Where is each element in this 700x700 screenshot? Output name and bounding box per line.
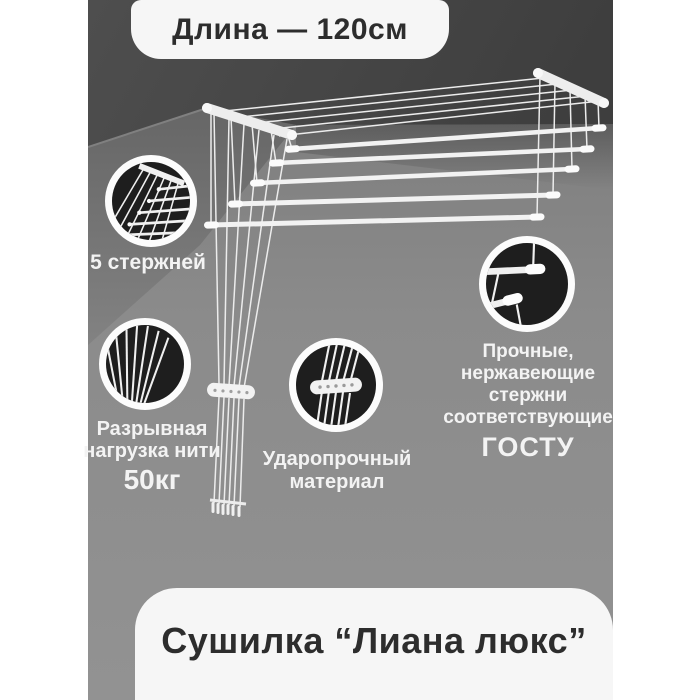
drying-rack-illustration xyxy=(88,0,613,517)
length-badge-label: Длина — 120см xyxy=(172,12,408,46)
product-title: Сушилка “Лиана люкс” xyxy=(161,620,587,661)
thread-zoom-circle xyxy=(99,318,191,410)
rods-zoom-circle xyxy=(105,155,197,247)
cord-comb-zoom-icon xyxy=(310,345,362,425)
bracket-caps xyxy=(202,68,609,140)
rod-ends-zoom-icon xyxy=(486,243,546,325)
cord-comb xyxy=(207,382,255,400)
gost-zoom-circle xyxy=(479,236,575,332)
title-badge: Сушилка “Лиана люкс” xyxy=(135,588,613,700)
ceiling-corner-edge xyxy=(88,107,208,148)
ceiling-brackets xyxy=(202,68,609,140)
thread-load-value: 50кг xyxy=(123,464,181,495)
bracket-rods-zoom-icon xyxy=(112,163,190,240)
lifting-cords xyxy=(210,75,601,508)
product-photo xyxy=(88,0,613,700)
gost-rods-label: Прочные, нержавеющие стержни соответству… xyxy=(423,341,633,463)
thread-load-label: Разрывная нагрузка нити 50кг xyxy=(32,418,272,496)
material-label: Ударопрочный материал xyxy=(262,448,412,493)
cords-fan-zoom-icon xyxy=(106,325,170,403)
length-badge: Длина — 120см xyxy=(131,0,449,59)
rod-end-caps xyxy=(204,124,607,229)
material-zoom-circle xyxy=(289,338,383,432)
gost-value: ГОСТУ xyxy=(481,432,575,462)
rods-count-label: 5 стержней xyxy=(90,251,206,274)
cord-ends xyxy=(209,498,247,517)
drying-rods xyxy=(210,125,600,228)
